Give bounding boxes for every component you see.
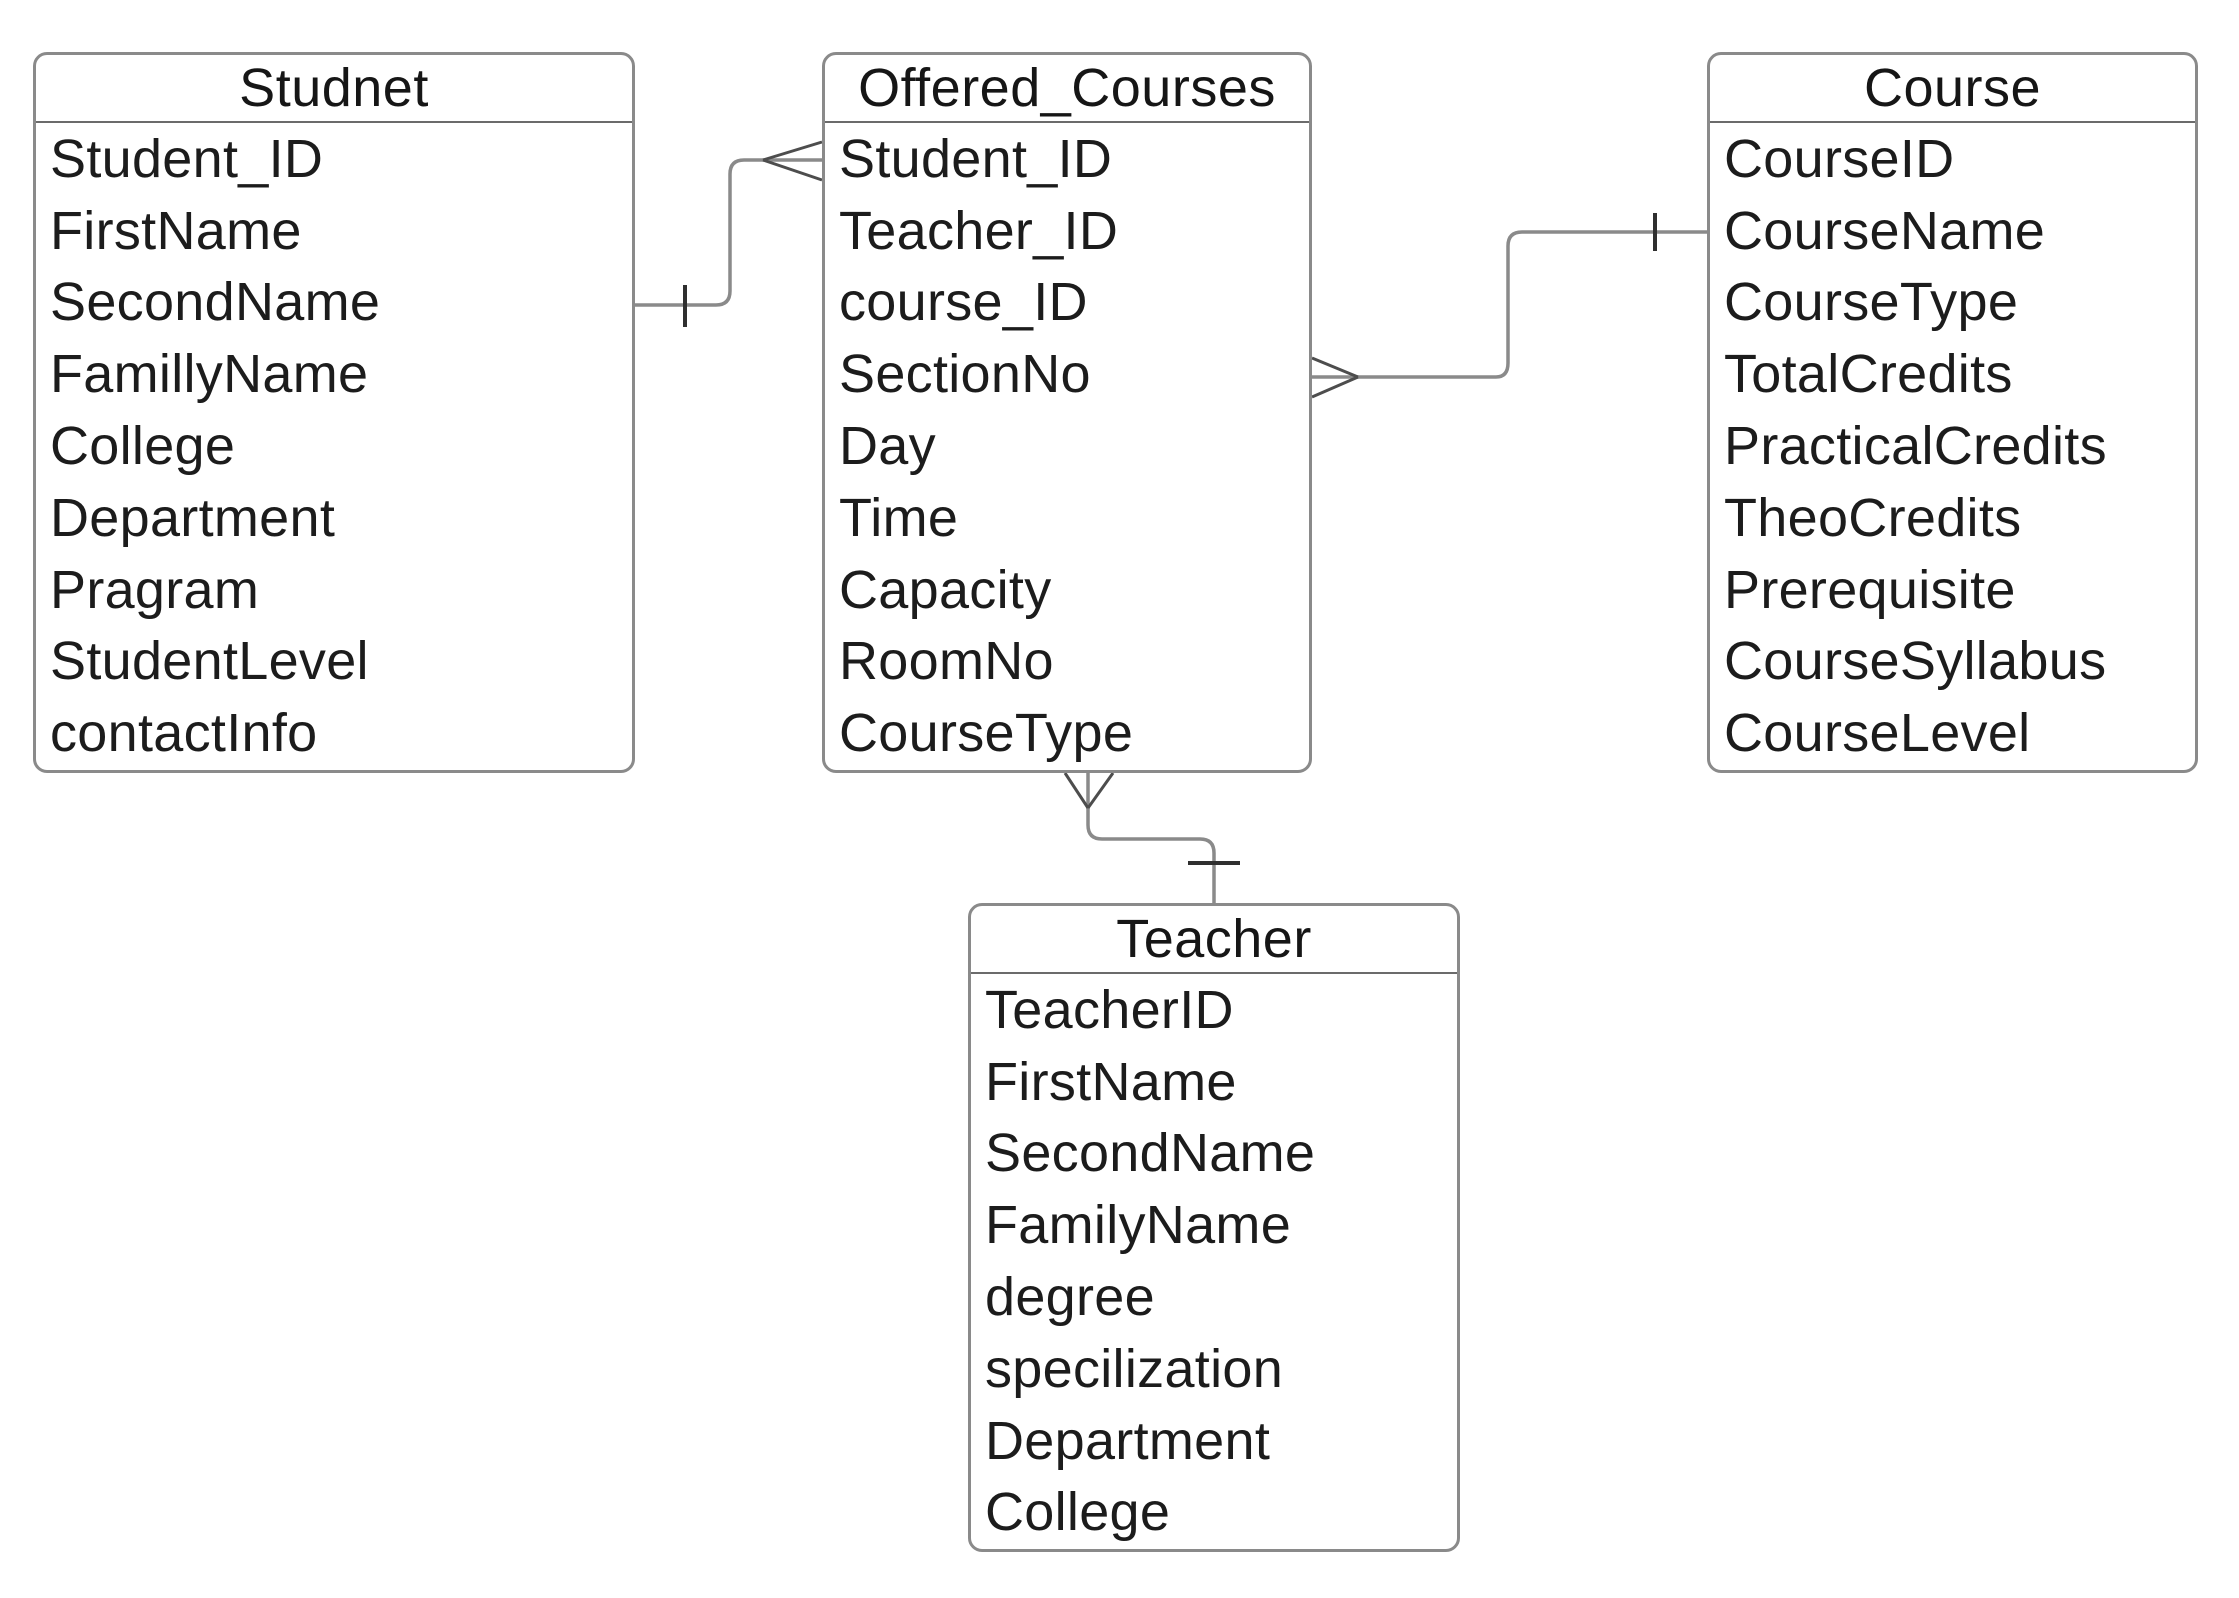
entity-offered-courses: Offered_Courses Student_ID Teacher_ID co…: [822, 52, 1312, 773]
field-sectionno: SectionNo: [839, 344, 1091, 405]
relationship-offered-courses-course: [1311, 213, 1707, 399]
field-theocredits: TheoCredits: [1724, 487, 2022, 548]
relationship-studnet-offered-courses: [635, 140, 823, 327]
field-secondname: SecondName: [985, 1123, 1316, 1184]
field-coursetype: CourseType: [839, 703, 1134, 764]
entity-teacher-title: Teacher: [971, 906, 1457, 974]
entity-teacher: Teacher TeacherID FirstName SecondName F…: [968, 903, 1460, 1552]
field-day: Day: [839, 416, 936, 477]
entity-studnet: Studnet Student_ID FirstName SecondName …: [33, 52, 635, 773]
field-courseid: CourseID: [1724, 128, 1955, 189]
entity-offered-courses-fields: Student_ID Teacher_ID course_ID SectionN…: [825, 123, 1309, 769]
crow-foot-many-icon: [1063, 772, 1115, 809]
field-student-id: Student_ID: [50, 128, 324, 189]
entity-studnet-fields: Student_ID FirstName SecondName FamillyN…: [36, 123, 632, 769]
field-teacherid: TeacherID: [985, 979, 1234, 1040]
field-totalcredits: TotalCredits: [1724, 344, 2013, 405]
field-coursesyllabus: CourseSyllabus: [1724, 631, 2107, 692]
field-studentlevel: StudentLevel: [50, 631, 369, 692]
field-courselevel: CourseLevel: [1724, 703, 2031, 764]
entity-offered-courses-title: Offered_Courses: [825, 55, 1309, 123]
field-time: Time: [839, 487, 959, 548]
field-coursename: CourseName: [1724, 200, 2046, 261]
entity-course-title: Course: [1710, 55, 2195, 123]
entity-course-fields: CourseID CourseName CourseType TotalCred…: [1710, 123, 2195, 769]
field-college: College: [985, 1482, 1171, 1543]
field-familyname: FamilyName: [985, 1195, 1292, 1256]
field-course-id: course_ID: [839, 272, 1088, 333]
field-prerequisite: Prerequisite: [1724, 559, 2016, 620]
field-teacher-id: Teacher_ID: [839, 200, 1119, 261]
crow-foot-many-icon: [1311, 356, 1359, 399]
connector-line: [1312, 230, 1707, 379]
entity-studnet-title: Studnet: [36, 55, 632, 123]
relationship-offered-courses-teacher: [1063, 772, 1240, 903]
field-secondname: SecondName: [50, 272, 381, 333]
field-degree: degree: [985, 1267, 1155, 1328]
field-capacity: Capacity: [839, 559, 1052, 620]
field-pragram: Pragram: [50, 559, 260, 620]
entity-course: Course CourseID CourseName CourseType To…: [1707, 52, 2198, 773]
field-roomno: RoomNo: [839, 631, 1054, 692]
field-famillyname: FamillyName: [50, 344, 369, 405]
field-department: Department: [50, 487, 336, 548]
connector-line: [1086, 773, 1216, 903]
crow-foot-many-icon: [762, 140, 823, 182]
connector-line: [635, 158, 822, 307]
field-college: College: [50, 416, 236, 477]
field-department: Department: [985, 1410, 1271, 1471]
entity-teacher-fields: TeacherID FirstName SecondName FamilyNam…: [971, 974, 1457, 1548]
field-practicalcredits: PracticalCredits: [1724, 416, 2107, 477]
field-specilization: specilization: [985, 1338, 1284, 1399]
field-contactinfo: contactInfo: [50, 703, 318, 764]
field-firstname: FirstName: [50, 200, 302, 261]
field-student-id: Student_ID: [839, 128, 1113, 189]
field-firstname: FirstName: [985, 1051, 1237, 1112]
field-coursetype: CourseType: [1724, 272, 2019, 333]
